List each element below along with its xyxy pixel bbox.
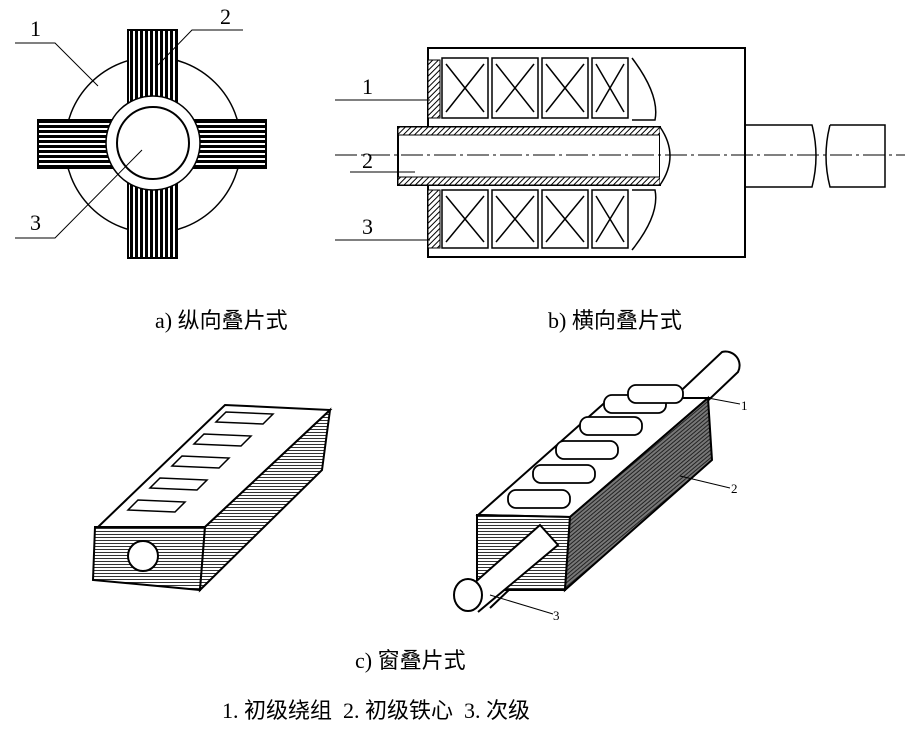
figure-b-transverse-lamination (335, 47, 905, 258)
callout-a-1: 1 (30, 16, 41, 41)
legend: 1. 初级绕组 2. 初级铁心 3. 次级 (222, 698, 531, 723)
caption-b: b) 横向叠片式 (548, 308, 682, 333)
callout-c-3: 3 (553, 608, 560, 623)
callout-a-2: 2 (220, 4, 231, 29)
callout-b-1: 1 (362, 74, 373, 99)
figure-c-window-lamination-core (91, 403, 333, 593)
figure-c-window-lamination-assembly (453, 350, 741, 615)
callout-c-1: 1 (741, 398, 748, 413)
caption-a: a) 纵向叠片式 (155, 308, 288, 333)
callout-b-2: 2 (362, 148, 373, 173)
callout-a-3: 3 (30, 210, 41, 235)
figure-a-longitudinal-lamination (15, 29, 267, 259)
callout-b-3: 3 (362, 214, 373, 239)
callout-c-2: 2 (731, 481, 738, 496)
caption-c: c) 窗叠片式 (355, 648, 466, 673)
